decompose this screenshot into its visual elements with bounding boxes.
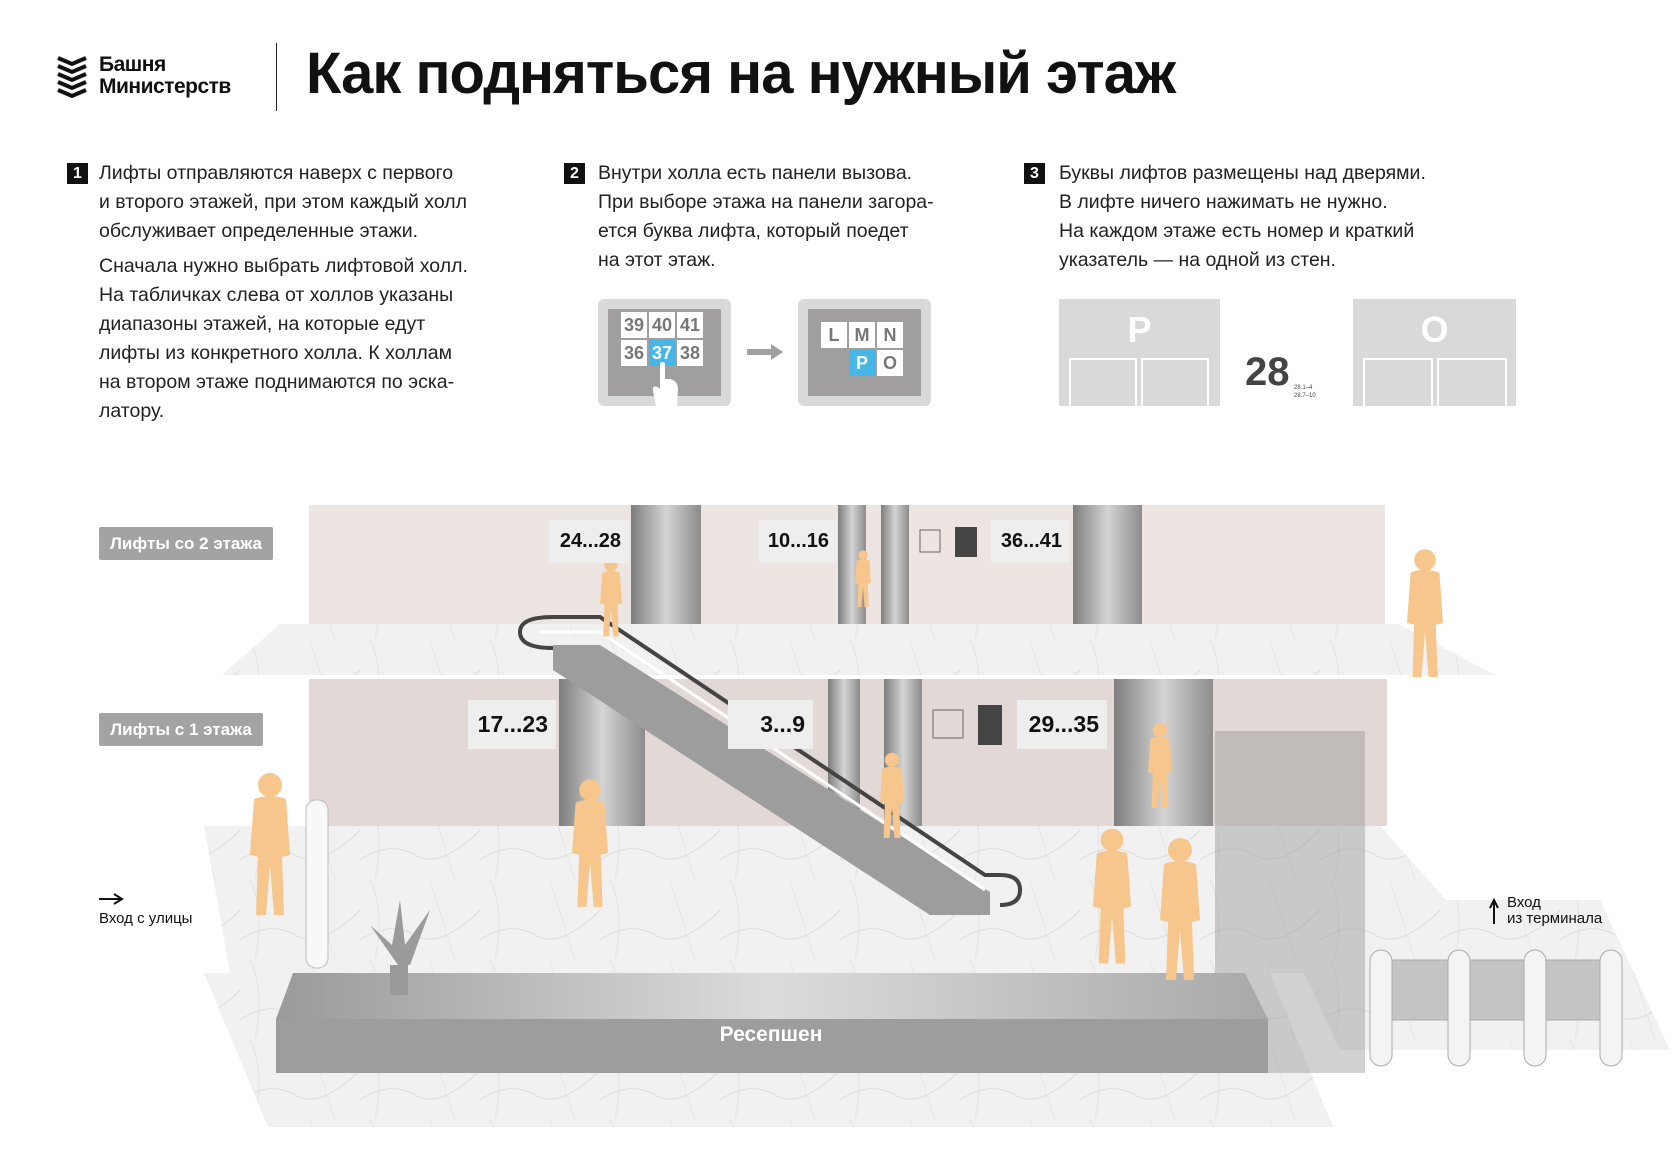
range-sign: 10...16 — [759, 520, 837, 563]
floor-key: 39 — [621, 312, 647, 338]
floor1-label: Лифты с 1 этажа — [99, 713, 263, 746]
floor2-label: Лифты со 2 этажа — [99, 527, 273, 560]
person-figure-icon — [1407, 549, 1443, 677]
floor-key: 41 — [677, 312, 703, 338]
terminal-entry-label: Вход из терминала — [1507, 895, 1602, 927]
text-line: ется буква лифта, который поедет — [598, 220, 909, 242]
step-3-text: Буквы лифтов размещены над дверями. В ли… — [1059, 159, 1426, 275]
plant-icon — [370, 900, 430, 995]
arrow-right-icon — [747, 344, 783, 360]
door-leaf — [1141, 358, 1209, 406]
text-line: Лифты отправляются наверх с первого — [99, 162, 454, 184]
escalator — [517, 615, 1023, 915]
range-sign: 29...35 — [1017, 700, 1107, 749]
floor-directions: 28.1–4 28.7–10 — [1294, 384, 1316, 400]
step-3-badge: 3 — [1024, 163, 1045, 184]
range-sign: 24...28 — [549, 520, 629, 563]
text-line: При выборе этажа на панели загора- — [598, 191, 934, 213]
page-title: Как подняться на нужный этаж — [306, 41, 1176, 106]
text-line: Сначала нужно выбрать лифтовой холл. — [99, 255, 468, 277]
door-letter: O — [1420, 309, 1449, 350]
person-figure-icon — [880, 752, 904, 838]
logo-line: Министерств — [99, 75, 231, 98]
text-line: указатель — на одной из стен. — [1059, 249, 1336, 271]
call-panel-screen: 39 40 41 36 37 38 — [608, 309, 721, 396]
terminal-entry-arrow-icon — [1489, 897, 1499, 924]
elevator-letter: O — [877, 350, 903, 376]
text-line: обслуживает определенные этажи. — [99, 220, 419, 242]
ground-floor — [204, 826, 1446, 973]
step-1-text: Лифты отправляются наверх с первого и вт… — [99, 159, 468, 426]
logo-line: Башня — [99, 53, 166, 76]
person-figure-icon — [1148, 722, 1172, 808]
direction-line: 28.7–10 — [1294, 393, 1316, 399]
entry-line: из терминала — [1507, 910, 1603, 927]
elevator-letter: L — [821, 322, 847, 348]
door-leaf — [1437, 358, 1507, 406]
result-panel: L M N P O — [798, 299, 931, 406]
door-leaf — [1069, 358, 1137, 406]
door-leaf — [1363, 358, 1433, 406]
text-line: лифты из конкретного холла. К холлам — [99, 342, 453, 364]
direction-line: 28.1–4 — [1294, 385, 1313, 391]
text-line: диапазоны этажей, на которые едут — [99, 313, 426, 335]
reception-desk — [276, 1019, 1268, 1073]
person-figure-icon — [250, 773, 290, 915]
step-2-text: Внутри холла есть панели вызова. При выб… — [598, 159, 934, 275]
entry-line: Вход — [1507, 894, 1541, 911]
text-line: и второго этажей, при этом каждый холл — [99, 191, 468, 213]
header-divider — [276, 43, 277, 111]
text-line: На табличках слева от холлов указаны — [99, 284, 454, 306]
text-line: на втором этаже поднимаются по эска- — [99, 371, 455, 393]
logo-icon — [57, 56, 87, 99]
tower-sign-upper — [919, 527, 977, 557]
street-entry-arrow-icon — [99, 893, 124, 905]
step-paragraph: Лифты отправляются наверх с первого и вт… — [99, 159, 468, 246]
floor-key: 36 — [621, 340, 647, 366]
text-line: Внутри холла есть панели вызова. — [598, 162, 913, 184]
range-sign: 17...23 — [468, 700, 556, 749]
text-line: Буквы лифтов размещены над дверями. — [1059, 162, 1426, 184]
floor-key: 38 — [677, 340, 703, 366]
step-1-badge: 1 — [67, 163, 88, 184]
text-line: на этот этаж. — [598, 249, 716, 271]
logo-text: Башня Министерств — [99, 54, 231, 98]
step-paragraph: Буквы лифтов размещены над дверями. В ли… — [1059, 159, 1426, 275]
person-figure-icon — [855, 550, 871, 607]
reception-label: Ресепшен — [719, 1023, 823, 1046]
step-paragraph: Внутри холла есть панели вызова. При выб… — [598, 159, 934, 275]
result-panel-screen: L M N P O — [808, 309, 921, 396]
floor-number: 28 — [1245, 350, 1290, 394]
text-line: На каждом этаже есть номер и краткий — [1059, 220, 1415, 242]
second-floor — [222, 624, 1495, 675]
floor-key: 40 — [649, 312, 675, 338]
pointing-hand-icon — [652, 362, 678, 406]
step-paragraph: Сначала нужно выбрать лифтовой холл. На … — [99, 252, 468, 426]
door-letter: P — [1127, 309, 1152, 350]
person-figure-icon — [1160, 838, 1200, 980]
step-2-badge: 2 — [564, 163, 585, 184]
person-figure-icon — [1093, 828, 1131, 964]
elevator-letter-lit: P — [849, 350, 875, 376]
text-line: В лифте ничего нажимать не нужно. — [1059, 191, 1388, 213]
person-figure-icon — [572, 779, 608, 907]
tower-sign-lower — [932, 705, 1002, 745]
elevator-letter: N — [877, 322, 903, 348]
turnstiles — [1369, 949, 1623, 1067]
elevator-letter: M — [849, 322, 875, 348]
range-sign: 36...41 — [991, 520, 1070, 563]
elevator-door-o: O — [1353, 299, 1516, 406]
range-sign: 3...9 — [728, 700, 813, 749]
text-line: латору. — [99, 400, 165, 422]
entry-post — [305, 799, 329, 969]
call-panel: 39 40 41 36 37 38 — [598, 299, 731, 406]
reception-top — [276, 973, 1268, 1019]
floor-key-selected: 37 — [649, 340, 675, 366]
elevator-door-p: P — [1059, 299, 1220, 406]
street-entry-label: Вход с улицы — [99, 910, 193, 927]
